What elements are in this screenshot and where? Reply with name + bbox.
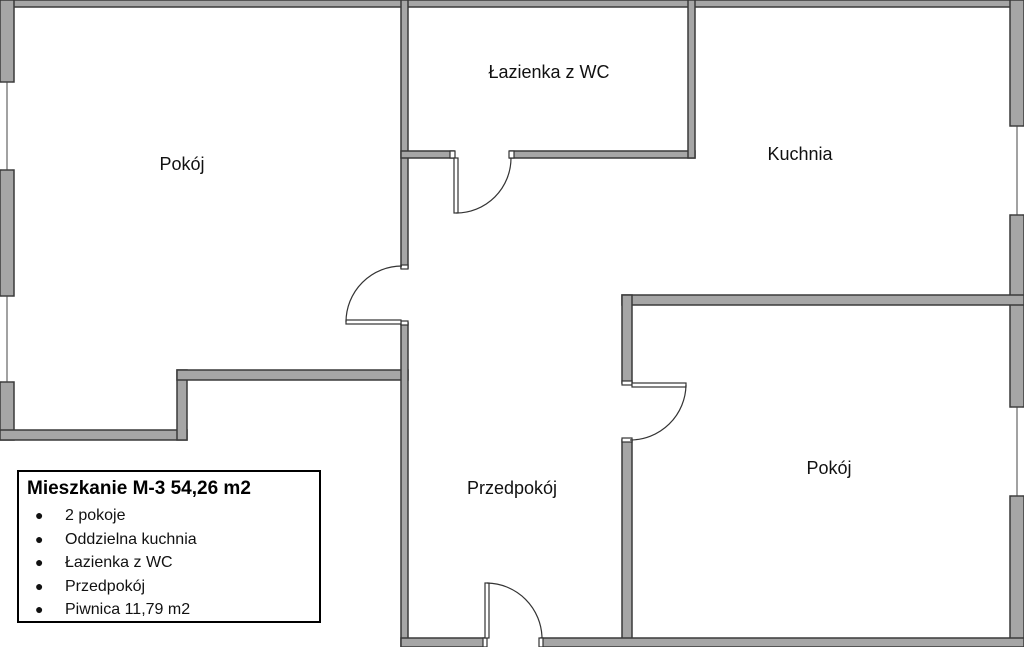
legend-title: Mieszkanie M-3 54,26 m2 — [27, 478, 251, 499]
room-label-kuchnia: Kuchnia — [767, 144, 833, 164]
doors — [345, 150, 687, 647]
wall-left-room-step-h — [176, 369, 409, 381]
wall-center-2 — [400, 322, 409, 647]
wall-top — [0, 0, 1024, 8]
legend-item-label: Oddzielna kuchnia — [65, 530, 197, 548]
legend-item: ●Piwnica 11,79 m2 — [35, 601, 191, 618]
wall-bath-right — [687, 0, 696, 159]
legend-item: ●2 pokoje — [35, 507, 126, 524]
room-label-pokoj-left: Pokój — [159, 154, 204, 174]
wall-bath-bottom-1 — [400, 150, 455, 159]
legend-list: ●2 pokoje ●Oddzielna kuchnia ●Łazienka z… — [27, 504, 311, 622]
wall-bottom-2 — [540, 637, 1024, 647]
wall-right-room-2 — [621, 439, 633, 647]
legend-item: ●Oddzielna kuchnia — [35, 530, 197, 548]
legend-item-label: Przedpokój — [65, 577, 146, 595]
legend-item: ●Łazienka z WC — [35, 554, 173, 571]
wall-right-3 — [1009, 495, 1024, 647]
wall-left-room-bottom — [0, 429, 188, 441]
door-bathroom — [453, 157, 459, 214]
wall-bottom-1 — [400, 637, 486, 647]
legend-box: Mieszkanie M-3 54,26 m2 ●2 pokoje ●Oddzi… — [17, 470, 321, 623]
legend-item-label: 2 pokoje — [65, 507, 126, 524]
room-label-lazienka: Łazienka z WC — [488, 62, 609, 82]
wall-bath-bottom-2 — [509, 150, 696, 159]
wall-right-1 — [1009, 0, 1024, 127]
windows — [2, 81, 1022, 497]
room-label-pokoj-right: Pokój — [806, 458, 851, 478]
legend-item-label: Piwnica 11,79 m2 — [65, 601, 191, 618]
door-entrance — [484, 582, 490, 639]
wall-center-1 — [400, 0, 409, 269]
wall-kitchen-bottom — [621, 294, 1024, 306]
door-right-room — [631, 382, 687, 388]
room-label-przedpokoj: Przedpokój — [467, 478, 557, 498]
wall-right-2 — [1009, 214, 1024, 408]
legend-item: ●Przedpokój — [35, 577, 146, 595]
legend-item-label: Łazienka z WC — [65, 554, 173, 571]
wall-left-2 — [0, 169, 15, 297]
wall-left-1 — [0, 0, 15, 83]
door-left-room — [345, 319, 402, 325]
wall-right-room-1 — [621, 294, 633, 384]
